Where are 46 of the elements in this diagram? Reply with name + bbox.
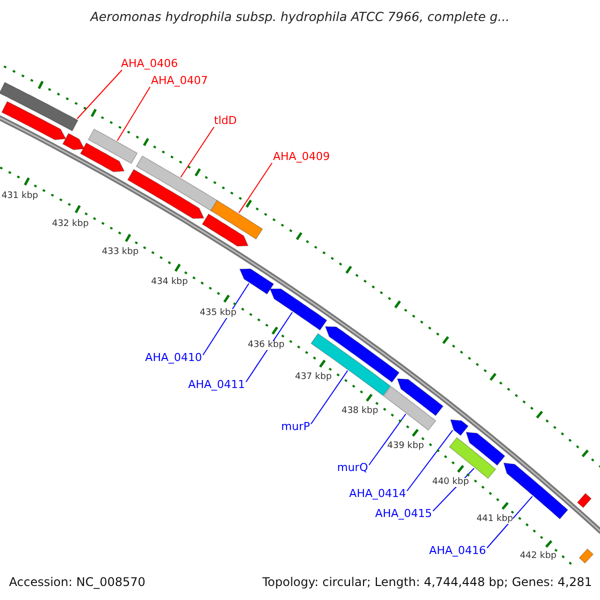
- gene-label: AHA_0414: [349, 488, 406, 499]
- gene-feature: [0, 82, 78, 132]
- scale-label: 440 kbp: [432, 478, 469, 487]
- gene-label: murQ: [337, 462, 368, 473]
- gene-feature: [88, 128, 138, 164]
- scale-label: 434 kbp: [151, 278, 188, 288]
- gene-label: tldD: [214, 115, 237, 126]
- title: Aeromonas hydrophila subsp. hydrophila ATCC 7966, complete g...: [88, 11, 511, 24]
- scale-label: 433 kbp: [102, 248, 139, 258]
- leader-line: [76, 70, 122, 120]
- leader-line: [202, 282, 250, 356]
- scale-label: 439 kbp: [387, 442, 424, 451]
- gene-label: AHA_0409: [273, 151, 330, 162]
- gene-feature: [239, 268, 274, 295]
- scale-label: 436 kbp: [248, 340, 284, 350]
- scale-label: 432 kbp: [52, 220, 89, 229]
- scale-label: 435 kbp: [200, 308, 236, 318]
- scale-label: 438 kbp: [341, 407, 378, 416]
- scale-label: 431 kbp: [1, 192, 38, 202]
- leader-line: [406, 430, 454, 492]
- info-text: Accession: NC_008570: [9, 576, 146, 588]
- gene-label: AHA_0416: [429, 545, 486, 556]
- leader-line: [116, 86, 150, 142]
- gene-feature: [136, 155, 218, 212]
- leader-line: [486, 496, 533, 548]
- leader-line: [238, 162, 272, 214]
- gene-label: AHA_0406: [121, 58, 178, 69]
- gene-label: AHA_0415: [375, 508, 432, 519]
- scale-label: 437 kbp: [294, 373, 332, 382]
- gene-feature: [450, 419, 469, 436]
- leader-line: [368, 414, 406, 466]
- leader-line: [310, 370, 348, 424]
- scale-label: 441 kbp: [476, 514, 514, 524]
- leader-line: [180, 126, 214, 178]
- scale-label: 442 kbp: [520, 552, 557, 562]
- gene-feature: [448, 437, 496, 479]
- gene-label: AHA_0410: [145, 352, 202, 363]
- gene-feature: [270, 288, 328, 331]
- info-text: Topology: circular; Length: 4,744,448 bp; Genes: 4,281: [262, 576, 592, 588]
- gene-feature: [383, 386, 436, 431]
- gene-label: murP: [281, 421, 310, 432]
- gene-label: AHA_0407: [151, 75, 208, 86]
- leader-line: [246, 312, 293, 382]
- gene-label: AHA_0411: [188, 379, 245, 390]
- gene-feature: [310, 333, 391, 396]
- gene-feature: [210, 200, 264, 240]
